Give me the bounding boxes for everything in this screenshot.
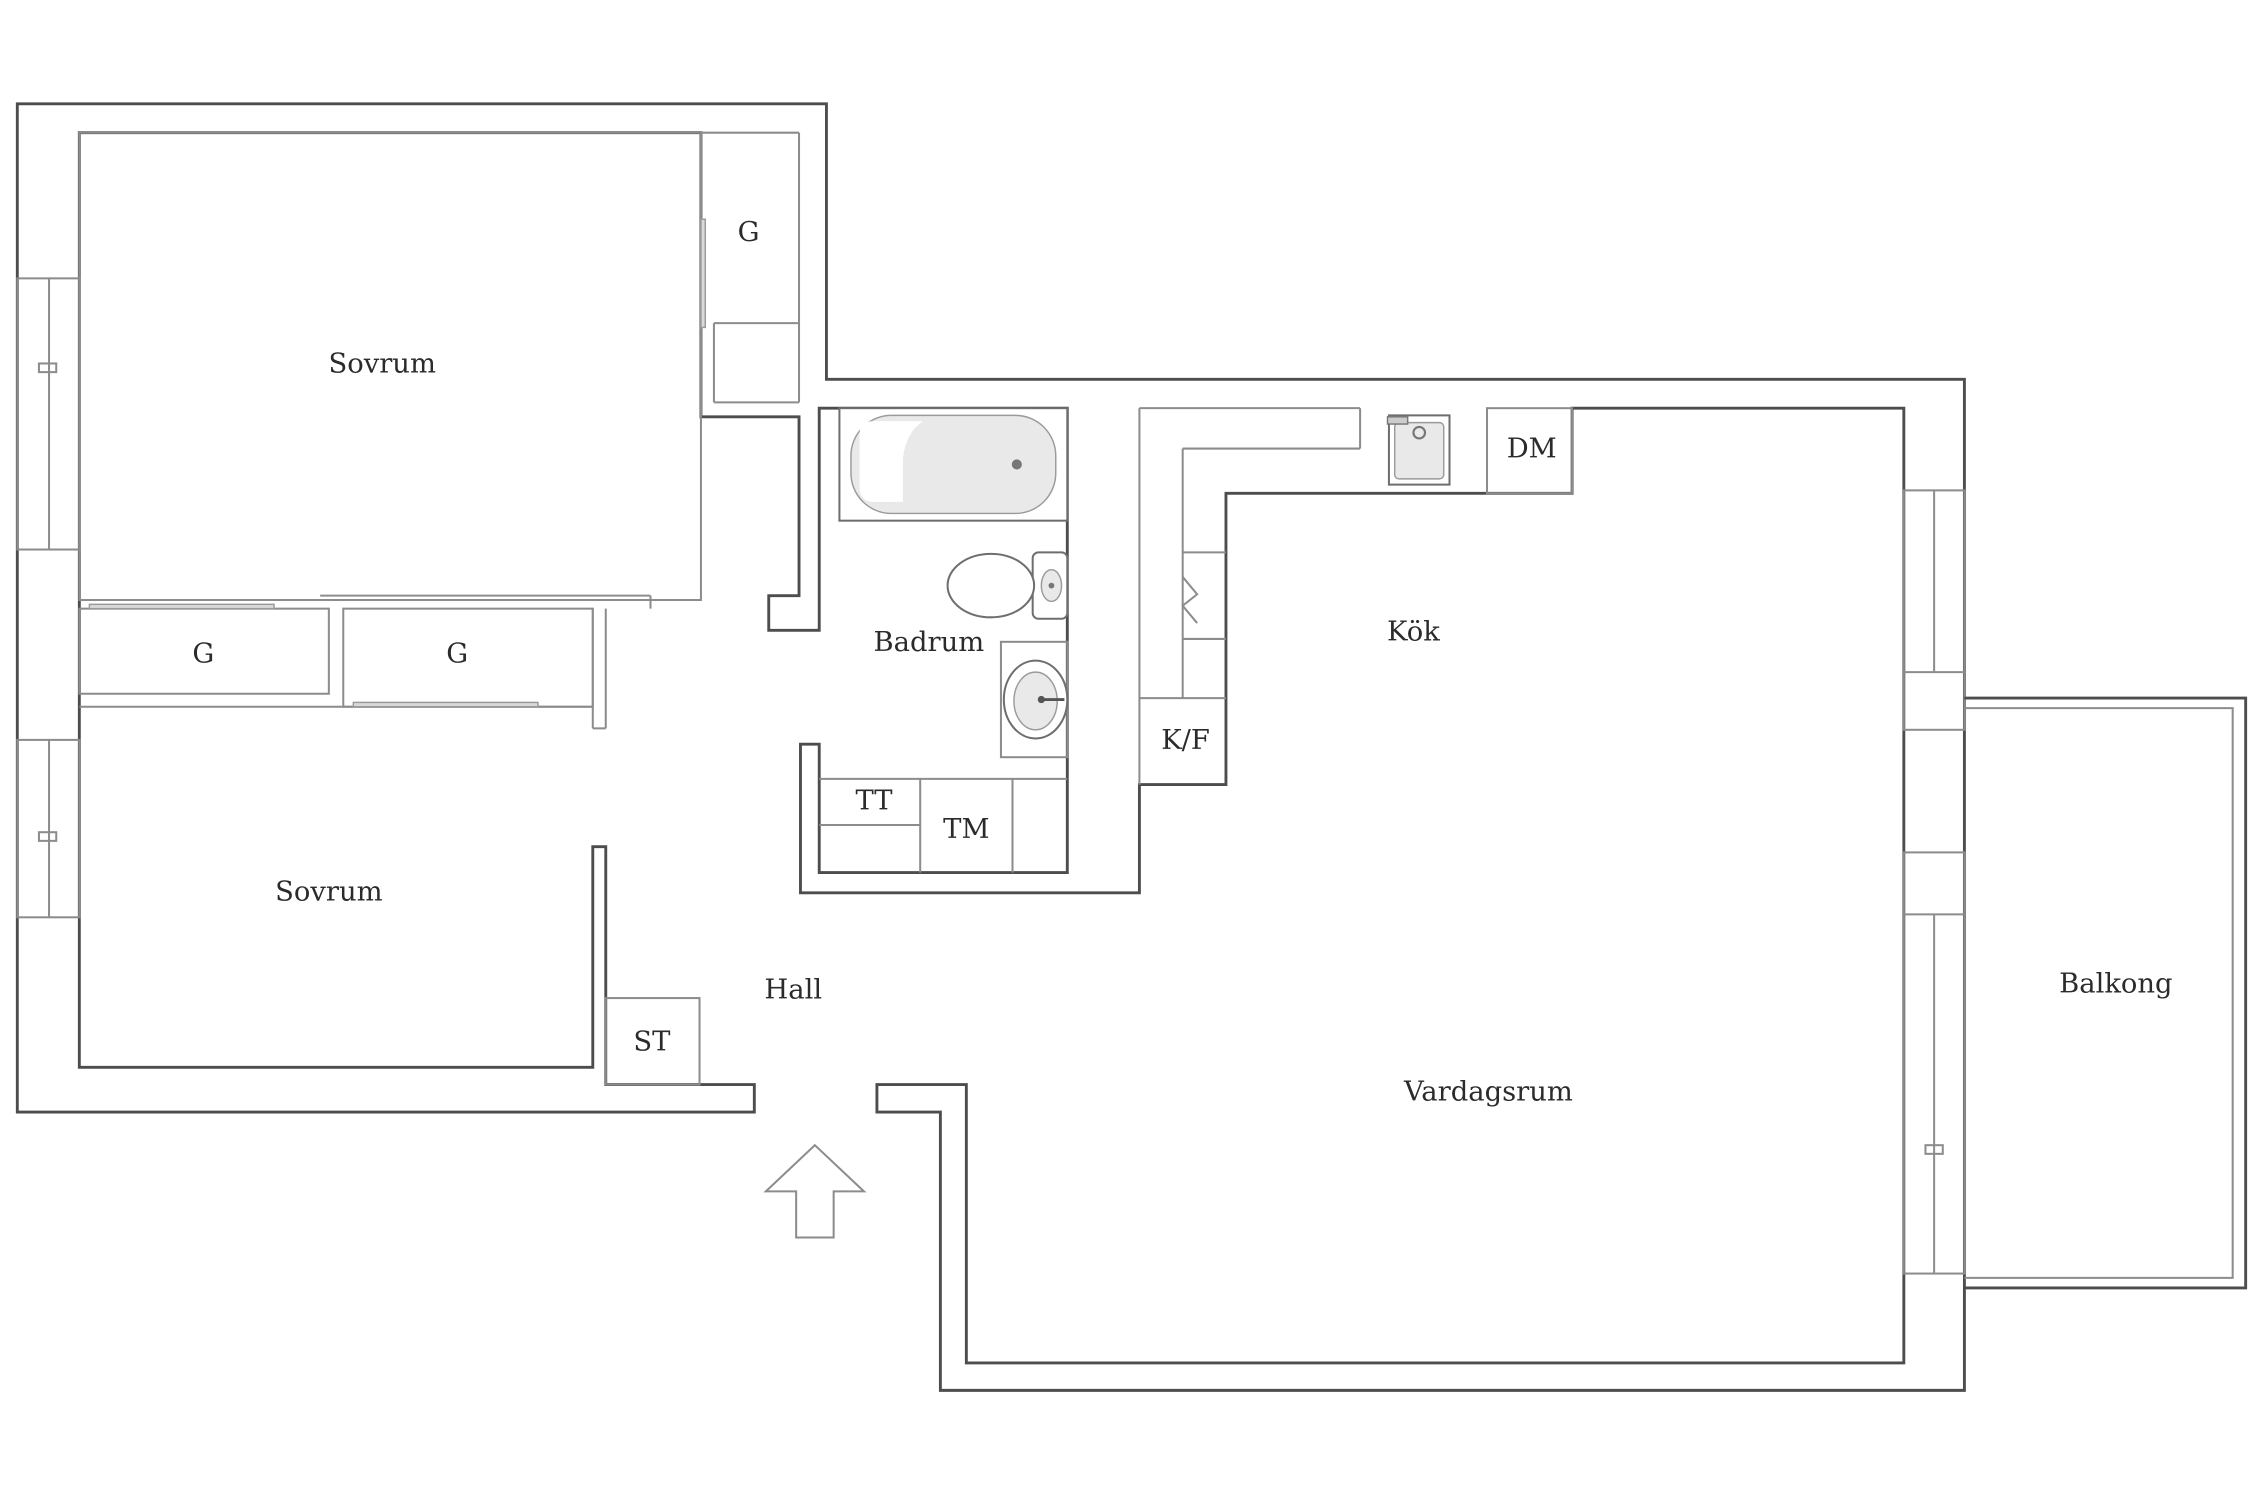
windows (16, 277, 1966, 1275)
room-label-hall: Hall (764, 974, 822, 1005)
room-label-bedroom-2: Sovrum (275, 876, 382, 907)
room-label-bathroom: Badrum (873, 627, 984, 658)
fixture-label-dryer: TT (856, 785, 893, 816)
room-label-living-room: Vardagsrum (1403, 1077, 1573, 1108)
fixture-label-fridge-freezer: K/F (1161, 725, 1210, 756)
arrow-up-icon (763, 1143, 867, 1239)
room-label-wardrobe-mid: G (446, 638, 468, 669)
bathtub-icon (838, 407, 1069, 522)
room-label-bedroom-1: Sovrum (328, 348, 435, 379)
room-label-wardrobe-top: G (738, 217, 760, 248)
sliding-doors (88, 218, 707, 708)
kitchen-sink-icon (1386, 414, 1451, 486)
room-label-balcony: Balkong (2059, 969, 2172, 1000)
room-label-wardrobe-left: G (192, 638, 214, 669)
toilet-icon (946, 551, 1069, 620)
outer-wall (15, 102, 1966, 1392)
fixture-label-washer: TM (943, 814, 989, 845)
fixture-label-dishwasher: DM (1507, 433, 1557, 464)
balcony (1964, 696, 2248, 1290)
sink-icon (1002, 659, 1069, 740)
fixture-label-storage: ST (633, 1026, 670, 1057)
room-label-kitchen: Kök (1387, 617, 1440, 648)
interior-walls (78, 131, 1574, 1086)
